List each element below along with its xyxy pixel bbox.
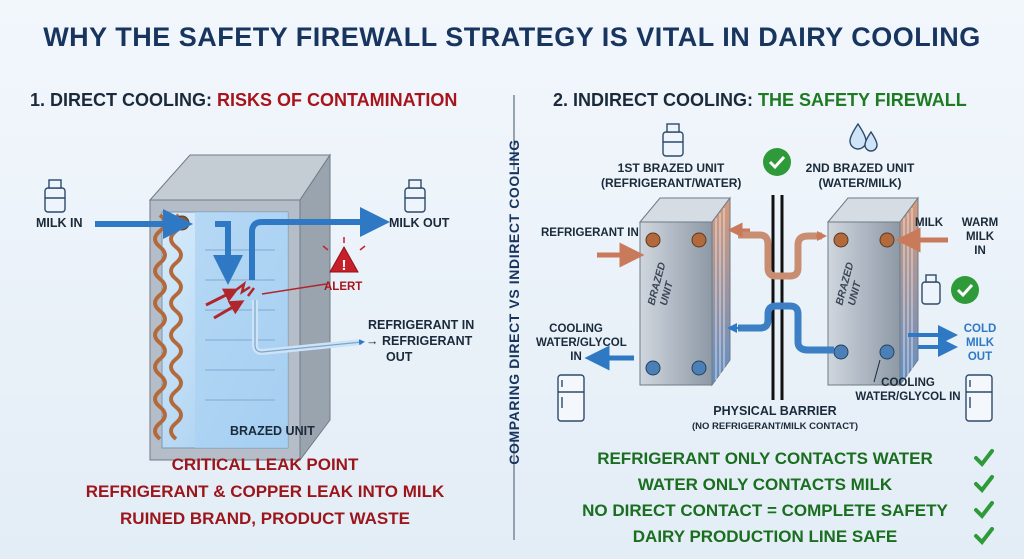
left-heading-highlight: RISKS OF CONTAMINATION [217,90,458,110]
barrier-label-1: PHYSICAL BARRIER [713,404,837,418]
check-badge-top [763,148,791,176]
cooling-in-label-2: WATER/GLYCOL [536,337,627,349]
alert-icon: ! [322,237,366,274]
page-title: WHY THE SAFETY FIREWALL STRATEGY IS VITA… [43,22,981,52]
warning-line-1: CRITICAL LEAK POINT [171,455,359,474]
fridge-icon-left [557,374,585,422]
second-brazed-unit [826,196,919,387]
cooling-in2-label-2: WATER/GLYCOL IN [855,391,961,403]
brazed-unit-label: BRAZED UNIT [230,424,315,438]
milk-path-down [213,221,243,285]
left-heading: 1. DIRECT COOLING: RISKS OF CONTAMINATIO… [30,90,457,111]
milk-can-icon-side [921,274,941,305]
right-heading: 2. INDIRECT COOLING: THE SAFETY FIREWALL [553,90,967,111]
cooling-in-label-3: IN [570,351,582,363]
refrigerant-in-label-left: REFRIGERANT IN [368,318,475,332]
unit1-label-1: 1ST BRAZED UNIT [617,161,725,175]
unit1-label-2: (REFRIGERANT/WATER) [601,176,742,190]
check-badge-side [951,276,979,304]
benefit-line-3: NO DIRECT CONTACT = COMPLETE SAFETY [582,501,948,520]
warm-milk-label-1: WARM [961,217,999,229]
refrigerant-in-label-right: REFRIGERANT IN [541,227,639,239]
divider-label: COMPARING DIRECT VS INDIRECT COOLING [506,139,522,465]
benefit-line-2: WATER ONLY CONTACTS MILK [637,475,893,494]
milk-label: MILK [915,217,944,229]
cold-milk-label-2: MILK [965,337,995,349]
physical-barrier [771,195,784,400]
milk-can-icon-right [404,179,426,213]
warm-milk-label-2: MILK [965,231,995,243]
unit2-label-1: 2ND BRAZED UNIT [805,161,915,175]
water-pipe-warm [738,231,822,280]
cold-milk-label-3: OUT [967,351,993,363]
benefit-line-1: REFRIGERANT ONLY CONTACTS WATER [597,449,933,468]
direct-cooling-unit [148,153,331,462]
cold-milk-label-1: COLD [963,323,997,335]
right-heading-prefix: 2. INDIRECT COOLING: [553,90,759,110]
first-brazed-unit [638,196,731,387]
leak-point [205,280,327,320]
alert-label: ALERT [324,281,363,293]
milk-out-label: MILK OUT [389,216,450,230]
benefit-line-4: DAIRY PRODUCTION LINE SAFE [632,527,898,546]
warning-line-2: REFRIGERANT & COPPER LEAK INTO MILK [85,482,445,501]
benefit-check-icons [974,449,994,546]
milk-can-icon-left [44,179,66,213]
water-pipe-cold [738,302,834,354]
milk-out-arrow [249,207,390,280]
refrigerant-out-label-2: OUT [386,350,413,364]
warm-milk-label-3: IN [974,245,986,257]
refrigerant-out-label-1: → REFRIGERANT [366,334,473,348]
left-heading-prefix: 1. DIRECT COOLING: [30,90,218,110]
barrier-label-2: (NO REFRIGERANT/MILK CONTACT) [691,421,859,432]
warning-line-3: RUINED BRAND, PRODUCT WASTE [120,509,410,528]
fridge-icon-right [965,374,993,422]
cooling-in2-label-1: COOLING [881,377,935,389]
milk-in-label: MILK IN [36,216,83,230]
cooling-in-label-1: COOLING [549,323,603,335]
milk-can-icon-top [662,123,684,157]
right-heading-highlight: THE SAFETY FIREWALL [758,90,967,110]
unit2-label-2: (WATER/MILK) [818,176,902,190]
water-drop-icon [849,122,878,152]
svg-text:!: ! [342,257,347,274]
